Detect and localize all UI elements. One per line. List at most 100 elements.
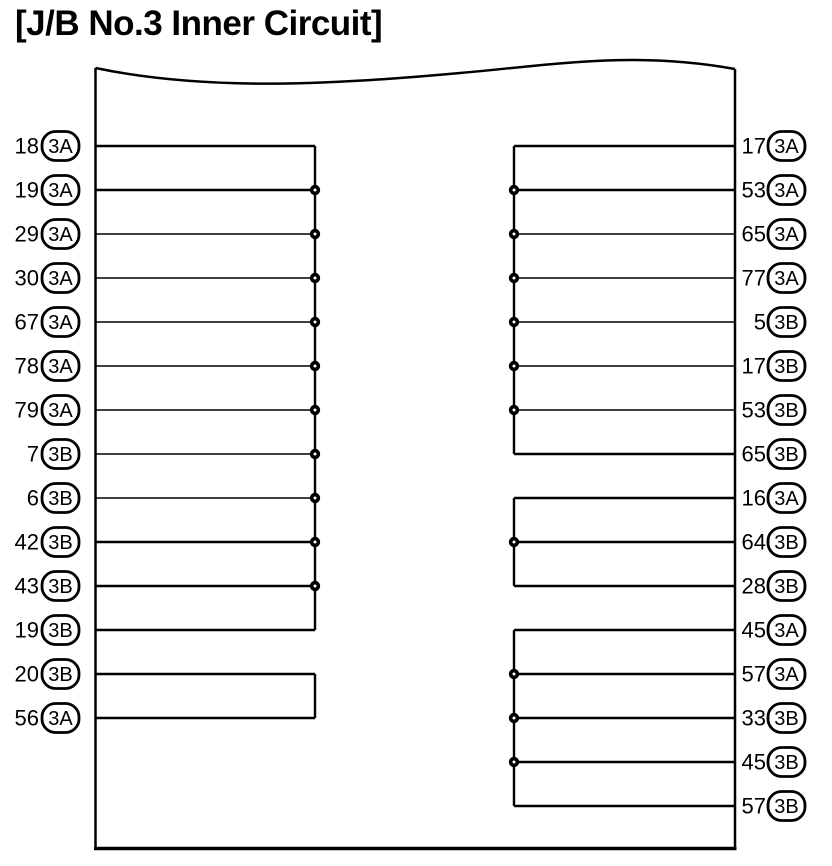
left-junction-dot-center: [313, 320, 317, 324]
right-junction-dot-center: [512, 320, 516, 324]
left-pin-number: 79: [15, 398, 39, 423]
right-connector-label: 3A: [774, 620, 799, 642]
left-connector-badge: [40, 350, 81, 382]
left-junction-dot-center: [313, 584, 317, 588]
right-connector-label: 3B: [774, 532, 798, 554]
left-connector-badge: [40, 526, 81, 558]
right-junction-dot-center: [512, 408, 516, 412]
right-connector-badge: [766, 262, 807, 294]
left-connector-badge: [40, 130, 81, 162]
left-connector-label: 3A: [48, 180, 73, 202]
right-pin-number: 33: [742, 706, 766, 731]
right-junction-dot-center: [512, 760, 516, 764]
right-pin-number: 65: [742, 442, 766, 467]
left-pin-number: 43: [15, 574, 39, 599]
left-connector-badge: [40, 306, 81, 338]
left-connector-badge: [40, 482, 81, 514]
left-connector-badge: [40, 702, 81, 734]
right-connector-label: 3A: [774, 224, 799, 246]
left-connector-badge: [40, 614, 81, 646]
left-junction-dot-center: [313, 276, 317, 280]
right-connector-badge: [766, 570, 807, 602]
right-junction-dot-center: [512, 276, 516, 280]
left-pin-number: 7: [27, 442, 39, 467]
left-connector-label: 3A: [48, 400, 73, 422]
left-connector-label: 3A: [48, 268, 73, 290]
right-connector-badge: [766, 394, 807, 426]
right-connector-label: 3B: [774, 400, 798, 422]
box-top-wave: [95, 58, 736, 85]
right-pin-number: 45: [742, 618, 766, 643]
left-pin-number: 30: [15, 266, 39, 291]
left-connector-label: 3B: [48, 664, 72, 686]
right-junction-dot-center: [512, 672, 516, 676]
right-pin-number: 16: [742, 486, 766, 511]
right-connector-label: 3B: [774, 752, 798, 774]
right-connector-badge: [766, 702, 807, 734]
right-pin-number: 5: [754, 310, 766, 335]
right-connector-badge: [766, 526, 807, 558]
left-connector-badge: [40, 438, 81, 470]
left-pin-number: 19: [15, 618, 39, 643]
right-connector-badge: [766, 790, 807, 822]
left-connector-label: 3A: [48, 708, 73, 730]
left-connector-label: 3B: [48, 620, 72, 642]
left-connector-label: 3A: [48, 356, 73, 378]
right-connector-badge: [766, 482, 807, 514]
right-pin-number: 53: [742, 178, 766, 203]
right-connector-badge: [766, 350, 807, 382]
left-pin-number: 78: [15, 354, 39, 379]
right-connector-label: 3B: [774, 708, 798, 730]
right-pin-number: 45: [742, 750, 766, 775]
right-pin-number: 57: [742, 794, 766, 819]
right-connector-badge: [766, 746, 807, 778]
right-connector-label: 3B: [774, 356, 798, 378]
left-pin-number: 19: [15, 178, 39, 203]
right-connector-label: 3A: [774, 664, 799, 686]
right-connector-label: 3A: [774, 136, 799, 158]
left-connector-label: 3B: [48, 576, 72, 598]
right-pin-number: 64: [742, 530, 766, 555]
left-connector-label: 3A: [48, 312, 73, 334]
left-connector-badge: [40, 218, 81, 250]
left-connector-badge: [40, 570, 81, 602]
left-junction-dot-center: [313, 188, 317, 192]
left-connector-label: 3B: [48, 444, 72, 466]
left-pin-number: 18: [15, 134, 39, 159]
left-pin-number: 42: [15, 530, 39, 555]
right-pin-number: 57: [742, 662, 766, 687]
left-connector-label: 3B: [48, 488, 72, 510]
right-pin-number: 17: [742, 354, 766, 379]
right-junction-dot-center: [512, 364, 516, 368]
right-connector-label: 3A: [774, 488, 799, 510]
left-pin-number: 6: [27, 486, 39, 511]
right-connector-label: 3A: [774, 180, 799, 202]
right-junction-dot-center: [512, 716, 516, 720]
right-connector-label: 3B: [774, 796, 798, 818]
right-connector-badge: [766, 658, 807, 690]
right-pin-number: 65: [742, 222, 766, 247]
left-junction-dot-center: [313, 408, 317, 412]
right-connector-badge: [766, 218, 807, 250]
left-junction-dot-center: [313, 540, 317, 544]
left-junction-dot-center: [313, 496, 317, 500]
right-connector-label: 3B: [774, 576, 798, 598]
right-pin-number: 77: [742, 266, 766, 291]
right-connector-badge: [766, 174, 807, 206]
left-pin-number: 29: [15, 222, 39, 247]
right-pin-number: 53: [742, 398, 766, 423]
right-connector-badge: [766, 130, 807, 162]
left-connector-badge: [40, 262, 81, 294]
left-pin-number: 67: [15, 310, 39, 335]
left-connector-label: 3A: [48, 136, 73, 158]
left-pin-number: 20: [15, 662, 39, 687]
left-connector-badge: [40, 174, 81, 206]
right-connector-badge: [766, 614, 807, 646]
right-connector-label: 3B: [774, 444, 798, 466]
left-junction-dot-center: [313, 232, 317, 236]
left-junction-dot-center: [313, 452, 317, 456]
right-pin-number: 28: [742, 574, 766, 599]
right-pin-number: 17: [742, 134, 766, 159]
